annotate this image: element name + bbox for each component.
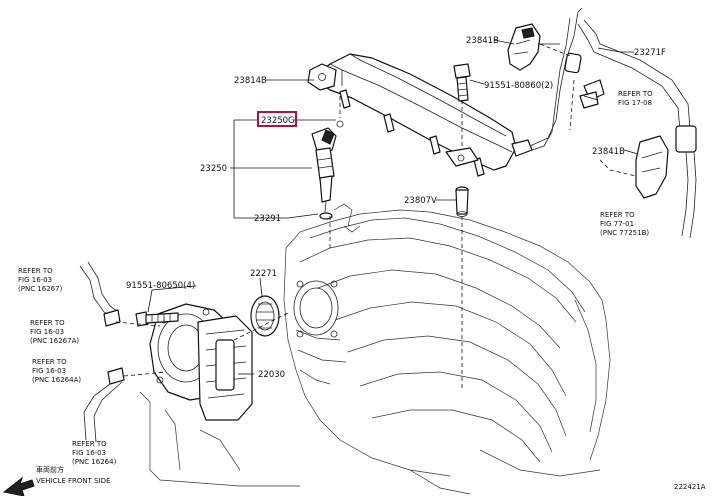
ref-pnc-16267: REFER TO FIG 16-03 (PNC 16267)	[18, 267, 63, 293]
svg-text:(PNC 16267): (PNC 16267)	[18, 285, 63, 293]
label-23250g: 23250G	[261, 116, 295, 126]
label-23841b-top: 23841B	[466, 36, 499, 46]
label-91551-80860: 91551-80860(2)	[484, 81, 553, 91]
svg-text:REFER TO: REFER TO	[30, 319, 65, 327]
label-22030: 22030	[258, 370, 285, 380]
svg-text:(PNC 77251B): (PNC 77251B)	[600, 229, 649, 237]
hose-77-01	[681, 151, 689, 237]
ref-pnc-16264a: REFER TO FIG 16-03 (PNC 16264A)	[32, 358, 81, 384]
bolt-91551-80860	[453, 63, 471, 102]
svg-text:FIG 16-03: FIG 16-03	[32, 367, 66, 375]
vehicle-front-jp: 車両前方	[36, 465, 64, 474]
water-hoses	[79, 261, 125, 443]
bolt-91551-80650	[135, 311, 179, 327]
svg-text:REFER TO: REFER TO	[32, 358, 67, 366]
svg-text:FIG 17-08: FIG 17-08	[618, 99, 652, 107]
label-23250: 23250	[200, 164, 227, 174]
fuel-pipe	[525, 7, 697, 153]
svg-text:REFER TO: REFER TO	[72, 440, 107, 448]
label-22271: 22271	[250, 269, 277, 279]
label-91551-80650: 91551-80650(4)	[126, 281, 195, 291]
ref-fig-77-01: REFER TO FIG 77-01 (PNC 77251B)	[600, 211, 649, 237]
svg-text:REFER TO: REFER TO	[618, 90, 653, 98]
clip-23841b-right	[579, 79, 669, 199]
insulator-23807v	[455, 186, 469, 217]
svg-text:(PNC 16264): (PNC 16264)	[72, 458, 117, 466]
ref-pnc-16267a: REFER TO FIG 16-03 (PNC 16267A)	[30, 319, 79, 345]
label-23271f: 23271F	[634, 48, 666, 58]
svg-text:FIG 16-03: FIG 16-03	[72, 449, 106, 457]
svg-text:FIG 16-03: FIG 16-03	[30, 328, 64, 336]
figure-id: 222421A	[674, 483, 706, 491]
ref-fig-17-08: REFER TO FIG 17-08	[618, 90, 653, 107]
front-arrow	[2, 476, 35, 496]
fuel-injector	[311, 120, 344, 220]
leader-lines	[115, 39, 639, 390]
svg-text:REFER TO: REFER TO	[18, 267, 53, 275]
label-23841b-right: 23841B	[592, 147, 625, 157]
throttle-body	[149, 303, 253, 421]
svg-text:FIG 16-03: FIG 16-03	[18, 276, 52, 284]
svg-text:REFER TO: REFER TO	[600, 211, 635, 219]
gasket-22271	[250, 295, 280, 337]
highlight-box	[257, 111, 297, 127]
engine-block	[139, 203, 611, 495]
svg-text:FIG 77-01: FIG 77-01	[600, 220, 634, 228]
label-23807v: 23807V	[404, 196, 437, 206]
svg-text:(PNC 16264A): (PNC 16264A)	[32, 376, 81, 384]
clip-23841b-top	[507, 23, 541, 71]
svg-text:(PNC 16267A): (PNC 16267A)	[30, 337, 79, 345]
fuel-delivery-pipe	[307, 53, 533, 177]
part-labels: 23841B 23271F 23814B 91551-80860(2) 2325…	[126, 36, 666, 380]
label-23814b: 23814B	[234, 76, 267, 86]
label-23291: 23291	[254, 214, 281, 224]
ref-pnc-16264: REFER TO FIG 16-03 (PNC 16264)	[72, 440, 117, 466]
vehicle-front-side: VEHICLE FRONT SIDE	[36, 477, 110, 485]
